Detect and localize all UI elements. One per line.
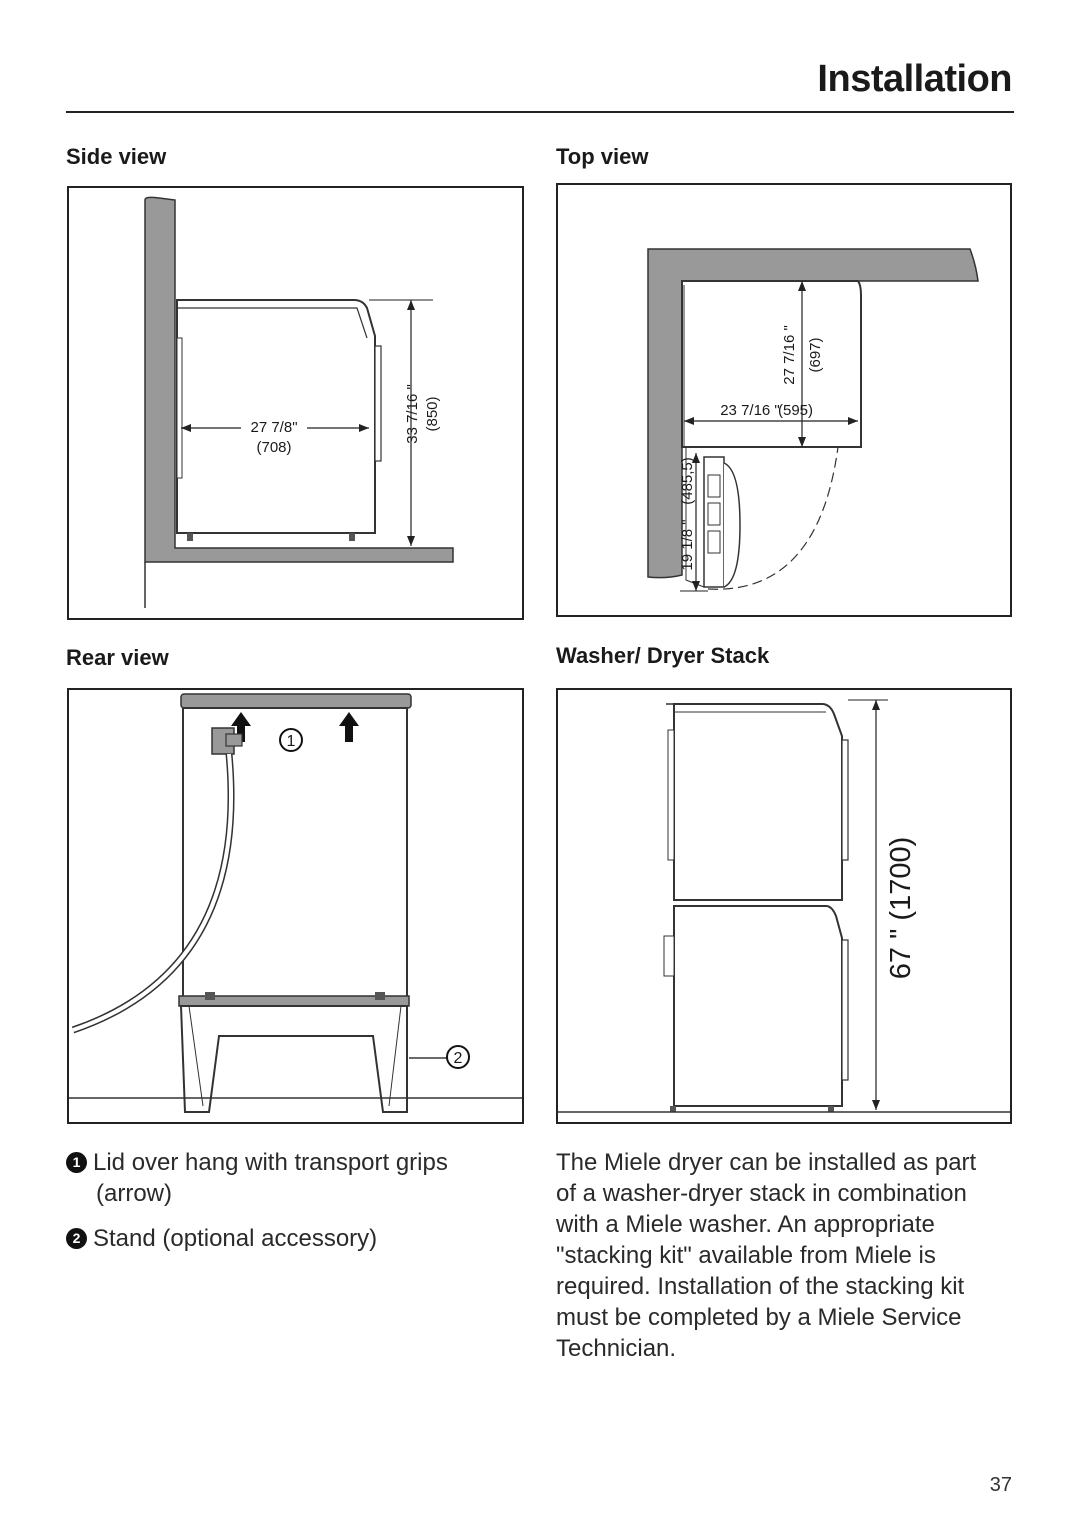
lid-overhang <box>180 693 412 709</box>
page-number: 37 <box>989 1474 1012 1496</box>
top-width-in: 23 7/16 " <box>720 402 780 419</box>
wall-floor-shape <box>144 196 454 563</box>
rear-view-diagram: 1 2 <box>67 688 524 1124</box>
top-door-in: 19 1/8 " <box>679 519 696 570</box>
legend-item-2: 2 Stand (optional accessory) <box>66 1223 526 1254</box>
legend-text-2: Stand (optional accessory) <box>93 1225 378 1252</box>
legend-number-2: 2 <box>66 1228 87 1249</box>
stack-heading: Washer/ Dryer Stack <box>556 643 770 668</box>
side-depth-mm: (708) <box>256 439 291 456</box>
top-door-mm: (485,5) <box>679 457 696 505</box>
title-divider <box>66 111 1014 113</box>
rear-view-heading: Rear view <box>66 645 169 670</box>
top-view-diagram: 27 7/16 " (697) 23 7/16 " (595) 19 1/8 "… <box>556 183 1012 617</box>
stack-diagram: 67 " (1700) <box>556 688 1012 1124</box>
side-height-mm: (850) <box>424 396 441 431</box>
stack-height: 67 " (1700) <box>885 837 917 980</box>
description-line: Technician. <box>556 1335 677 1362</box>
top-view-heading: Top view <box>556 144 649 169</box>
legend-number-1: 1 <box>66 1152 87 1173</box>
legend-text-1b: (arrow) <box>96 1180 172 1207</box>
top-depth-in: 27 7/16 " <box>781 325 798 385</box>
stack-description: The Miele dryer can be installed as part… <box>556 1147 1026 1364</box>
stand-optional-accessory <box>179 1005 408 1113</box>
side-view-diagram: 27 7/8" (708) 33 7/16 " (850) <box>67 186 524 620</box>
door-swing-arc <box>707 446 839 590</box>
description-line: The Miele dryer can be installed as part <box>556 1149 977 1176</box>
page-title: Installation <box>817 58 1012 100</box>
description-line: required. Installation of the stacking k… <box>556 1273 965 1300</box>
dryer-door <box>374 345 382 462</box>
description-line: of a washer-dryer stack in combination <box>556 1180 967 1207</box>
description-line: with a Miele washer. An appropriate <box>556 1211 935 1238</box>
top-width-mm: (595) <box>778 402 813 419</box>
side-view-heading: Side view <box>66 144 167 169</box>
dryer-rear-body <box>182 707 408 999</box>
transport-grip-arrow-left <box>231 712 251 742</box>
dryer-top <box>681 280 862 448</box>
top-depth-mm: (697) <box>807 337 824 372</box>
transport-grip-arrow-right <box>339 712 359 742</box>
legend-text-1: Lid over hang with transport grips <box>93 1149 448 1176</box>
side-height-in: 33 7/16 " <box>404 384 421 444</box>
marker-2: 2 <box>454 1050 463 1067</box>
legend-item-1: 1 Lid over hang with transport grips (arr… <box>66 1147 526 1209</box>
marker-1: 1 <box>287 733 296 750</box>
stacked-dryer <box>673 703 843 901</box>
stacked-washer <box>673 905 843 1107</box>
description-line: must be completed by a Miele Service <box>556 1304 962 1331</box>
side-depth-in: 27 7/8" <box>250 419 297 436</box>
description-line: "stacking kit" available from Miele is <box>556 1242 936 1269</box>
